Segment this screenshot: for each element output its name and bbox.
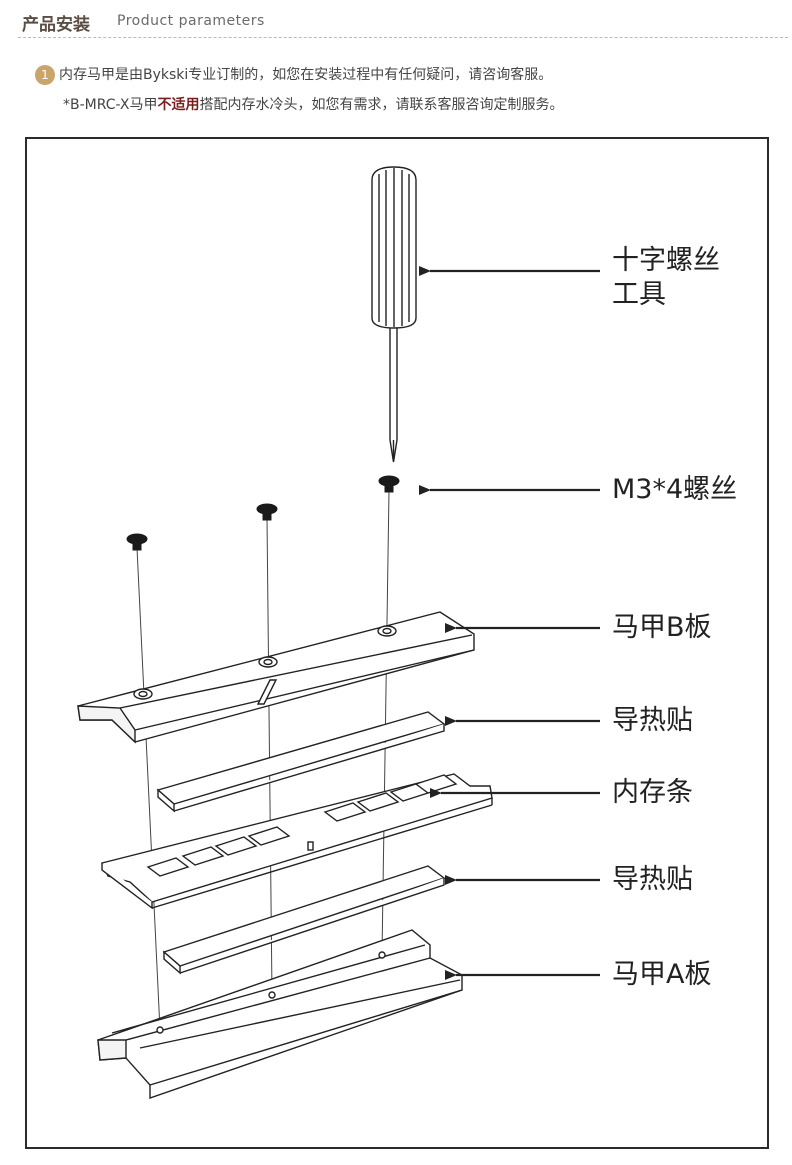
header-divider <box>18 37 788 38</box>
label-thermal-pad-top: 导热贴 <box>612 705 693 736</box>
plate-b-illustration <box>77 611 475 744</box>
label-plate-b: 马甲B板 <box>612 612 712 643</box>
screw-left <box>126 533 148 551</box>
label-screwdriver-line1: 十字螺丝 <box>612 245 720 276</box>
screw-middle <box>256 503 278 521</box>
screwdriver-icon <box>371 166 417 463</box>
note-text-2-prefix: *B-MRC-X马甲 <box>63 97 158 113</box>
label-memory: 内存条 <box>612 777 693 808</box>
label-plate-a: 马甲A板 <box>612 959 712 990</box>
plate-a-illustration <box>97 929 463 1099</box>
diagram-frame <box>25 137 769 1149</box>
callout-arrows <box>419 266 600 980</box>
screw-right <box>378 475 400 493</box>
alignment-guides <box>136 489 390 1031</box>
section-title: 产品安装 <box>22 15 90 35</box>
section-subtitle: Product parameters <box>117 13 265 29</box>
section-header: 产品安装 Product parameters <box>22 8 782 36</box>
note-text-2-suffix: 搭配内存水冷头，如您有需求，请联系客服咨询定制服务。 <box>199 97 564 113</box>
screw-icons <box>126 475 400 551</box>
label-screwdriver-line2: 工具 <box>612 279 666 310</box>
memory-module-illustration <box>101 773 493 910</box>
note-text-1: 内存马甲是由Bykski专业订制的，如您在安装过程中有任何疑问，请咨询客服。 <box>59 67 553 83</box>
label-thermal-pad-bottom: 导热贴 <box>612 864 693 895</box>
thermal-pad-bottom-illustration <box>162 865 446 975</box>
label-screw: M3*4螺丝 <box>612 474 738 505</box>
thermal-pad-top-illustration <box>156 711 446 813</box>
note-text-2-emphasis: 不适用 <box>157 97 200 113</box>
label-screwdriver: 十字螺丝 工具 <box>612 244 720 312</box>
step-number-badge: 1 <box>35 65 55 85</box>
note-line-2: *B-MRC-X马甲不适用搭配内存水冷头，如您有需求，请联系客服咨询定制服务。 <box>63 94 564 114</box>
